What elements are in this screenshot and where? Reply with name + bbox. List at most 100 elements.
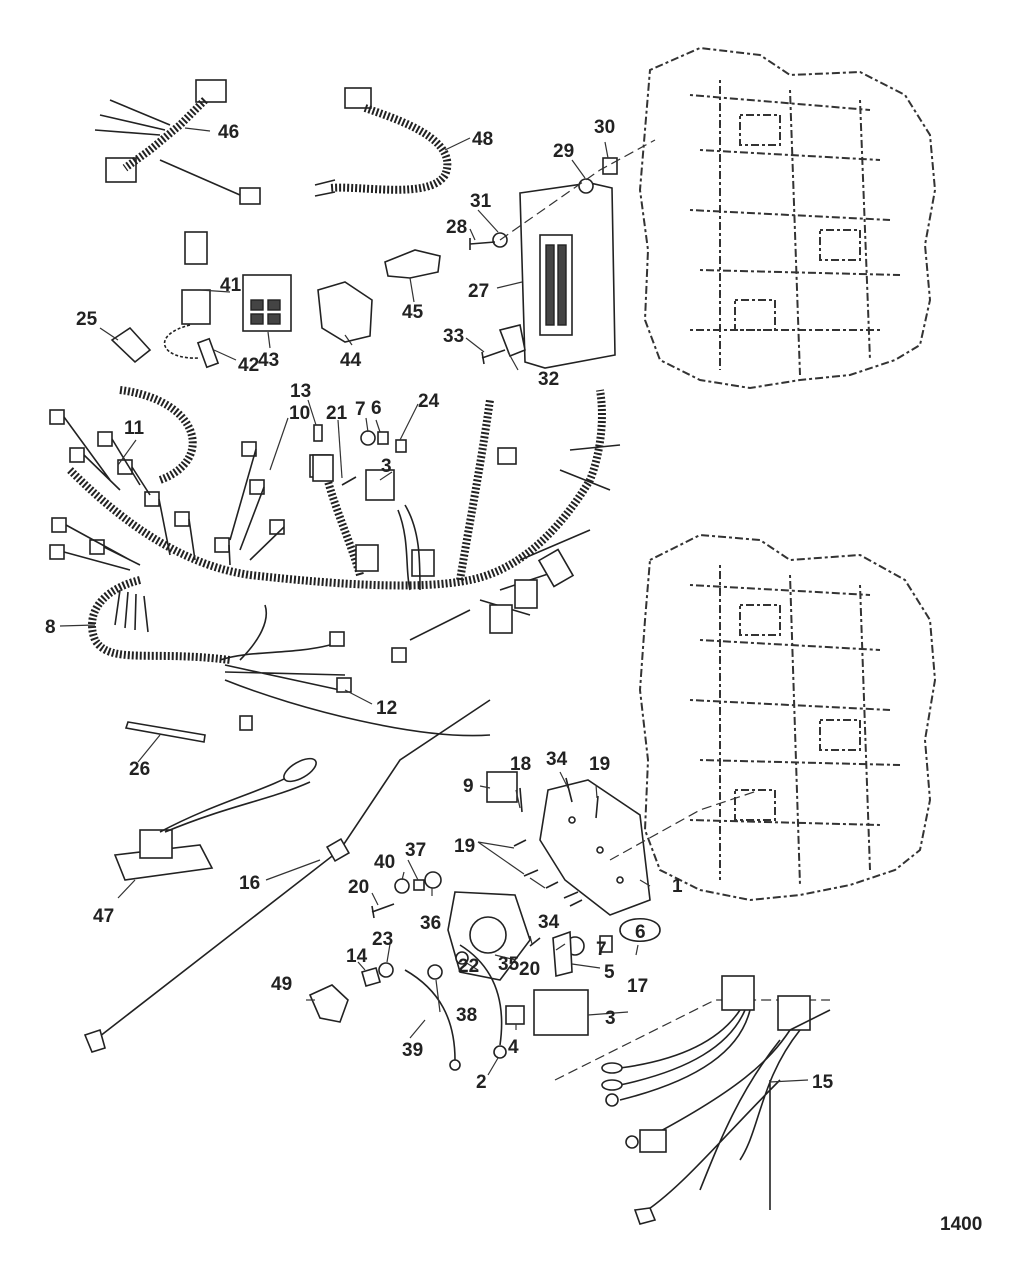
screws-19-34 xyxy=(513,839,583,907)
callout-46: 46 xyxy=(218,122,239,143)
callout-29: 29 xyxy=(553,141,574,162)
cable-tie-26 xyxy=(124,721,206,743)
callout-37: 37 xyxy=(405,840,426,861)
grommet-38 xyxy=(427,964,443,980)
terminal-25 xyxy=(110,326,152,364)
callout-44: 44 xyxy=(340,350,362,371)
callout-8: 8 xyxy=(45,617,56,638)
connector-43 xyxy=(242,274,292,332)
washer-40 xyxy=(394,878,410,894)
callout-16: 16 xyxy=(239,873,260,894)
nut-36 xyxy=(424,871,442,889)
callout-25: 25 xyxy=(76,309,98,330)
bracket-32 xyxy=(498,324,526,358)
harness-16 xyxy=(83,699,491,1053)
callout-9: 9 xyxy=(463,776,474,797)
callout-3-top: 3 xyxy=(381,456,392,477)
sleeve-42 xyxy=(196,337,220,369)
screw-21 xyxy=(341,476,357,486)
callout-7-lower: 7 xyxy=(596,939,607,960)
relay-3-lower xyxy=(533,989,589,1036)
callout-21: 21 xyxy=(326,403,348,424)
callout-23: 23 xyxy=(372,929,393,950)
leader-lines xyxy=(59,127,809,1083)
connector-41 xyxy=(163,231,211,359)
connector-44 xyxy=(317,281,373,343)
callout-6: 6 xyxy=(371,398,382,419)
callout-28: 28 xyxy=(446,217,467,238)
callout-40: 40 xyxy=(374,852,395,873)
engine-block-lower xyxy=(638,533,937,902)
spacer-30 xyxy=(602,157,618,175)
callout-10: 10 xyxy=(289,403,310,424)
boot-49 xyxy=(308,984,349,1023)
callout-30: 30 xyxy=(594,117,615,138)
cable-39 xyxy=(404,969,461,1071)
grommet-7-top xyxy=(360,430,376,446)
callout-19-top: 19 xyxy=(589,754,610,775)
callout-49: 49 xyxy=(271,974,292,995)
callout-24: 24 xyxy=(418,391,440,412)
callout-26: 26 xyxy=(129,759,150,780)
callout-31: 31 xyxy=(470,191,492,212)
callout-36: 36 xyxy=(420,913,441,934)
callout-22: 22 xyxy=(458,956,479,977)
callout-3-lower: 3 xyxy=(605,1008,616,1029)
bracket-5 xyxy=(552,930,573,978)
nut-22 xyxy=(455,951,469,965)
nut-14 xyxy=(361,967,381,987)
callout-19-mid: 19 xyxy=(454,836,475,857)
callout-41: 41 xyxy=(220,275,242,296)
bracket-1 xyxy=(539,779,651,916)
callout-labels: 46 4 8 29 30 31 28 2 7 45 41 43 44 25 42 3… xyxy=(45,117,834,1093)
callout-34-mid: 34 xyxy=(538,912,560,933)
clamp-17 xyxy=(619,918,661,942)
plug-6-lower xyxy=(599,935,613,953)
callout-45: 45 xyxy=(402,302,424,323)
callout-7: 7 xyxy=(355,399,366,420)
callout-38: 38 xyxy=(456,1005,477,1026)
screw-18 xyxy=(519,787,523,813)
branch-connectors-10-11 xyxy=(49,409,285,571)
harness-48 xyxy=(314,87,452,197)
nut-23 xyxy=(378,962,394,978)
cable-2 xyxy=(459,944,507,1059)
callout-20-left: 20 xyxy=(348,877,369,898)
trim-sender-47 xyxy=(113,757,317,881)
screw-34 xyxy=(565,777,573,803)
callout-47: 47 xyxy=(93,906,114,927)
callout-17: 17 xyxy=(627,976,648,997)
callout-6-lower: 6 xyxy=(635,922,646,943)
callout-13: 13 xyxy=(290,381,311,402)
screw-20-right xyxy=(529,937,541,947)
figure-number: 1400 xyxy=(940,1214,982,1235)
callout-14: 14 xyxy=(346,946,368,967)
plug-24 xyxy=(395,439,407,453)
relay-9 xyxy=(486,771,518,803)
screw-28 xyxy=(469,238,496,250)
callout-18: 18 xyxy=(510,754,531,775)
grommet-29 xyxy=(578,178,594,194)
callout-32: 32 xyxy=(538,369,559,390)
callout-12: 12 xyxy=(376,698,397,719)
callout-4: 4 xyxy=(508,1037,519,1058)
screw-37 xyxy=(413,879,425,891)
main-harness-8 xyxy=(67,386,621,737)
callout-5: 5 xyxy=(604,962,615,983)
screw-19 xyxy=(595,795,599,819)
callout-2: 2 xyxy=(476,1072,487,1093)
relay-connector-3 xyxy=(397,504,421,591)
ecm-27 xyxy=(519,182,616,369)
callout-33: 33 xyxy=(443,326,464,347)
callout-20-right: 20 xyxy=(519,959,540,980)
callout-43: 43 xyxy=(258,350,279,371)
relay-connector-21 xyxy=(312,454,334,482)
relay-3-top xyxy=(365,469,395,501)
callout-11: 11 xyxy=(124,418,145,439)
callout-15: 15 xyxy=(812,1072,834,1093)
screw-33 xyxy=(481,349,506,365)
screw-20-left xyxy=(371,903,395,919)
callout-39: 39 xyxy=(402,1040,423,1061)
callout-42: 42 xyxy=(238,355,259,376)
